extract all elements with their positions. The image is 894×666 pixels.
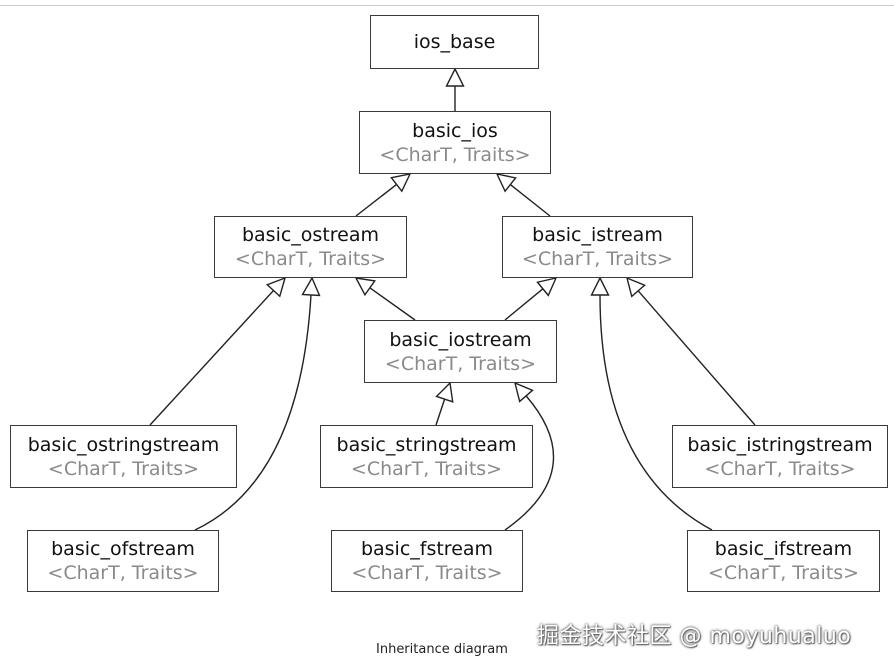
inheritance-arrowhead xyxy=(495,173,517,193)
edge-basic_ostringstream-to-basic_ostream xyxy=(149,290,275,426)
node-basic-ifstream: basic_ifstream <CharT, Traits> xyxy=(687,530,880,592)
node-basic-istringstream: basic_istringstream <CharT, Traits> xyxy=(672,425,888,488)
edge-basic_ofstream-to-basic_ostream xyxy=(194,294,312,531)
inheritance-arrowhead xyxy=(390,173,412,193)
node-template-params: <CharT, Traits> xyxy=(47,457,200,480)
node-name: ios_base xyxy=(413,31,496,53)
node-template-params: <CharT, Traits> xyxy=(351,562,503,584)
node-basic-iostream: basic_iostream <CharT, Traits> xyxy=(364,320,557,383)
node-template-params: <CharT, Traits> xyxy=(47,562,199,584)
node-template-params: <CharT, Traits> xyxy=(707,562,860,584)
node-name: basic_ifstream xyxy=(714,538,853,560)
node-template-params: <CharT, Traits> xyxy=(379,143,531,166)
node-basic-ofstream: basic_ofstream <CharT, Traits> xyxy=(27,530,219,592)
node-name: basic_ostringstream xyxy=(27,433,220,456)
node-template-params: <CharT, Traits> xyxy=(704,457,856,480)
node-name: basic_fstream xyxy=(360,538,494,560)
diagram-caption: Inheritance diagram xyxy=(376,642,508,657)
node-basic-istream: basic_istream <CharT, Traits> xyxy=(502,216,693,278)
inheritance-arrowhead xyxy=(265,276,287,298)
node-name: basic_istream xyxy=(532,224,663,246)
inheritance-arrowhead xyxy=(590,276,610,296)
edge-basic_istringstream-to-basic_istream xyxy=(637,290,756,426)
top-rule xyxy=(0,5,894,6)
node-name: basic_ios xyxy=(412,119,498,142)
edge-basic_ostream-to-basic_ios xyxy=(355,183,398,217)
node-template-params: <CharT, Traits> xyxy=(350,457,503,480)
node-name: basic_ostream xyxy=(241,224,380,246)
inheritance-arrowhead xyxy=(301,276,321,297)
inheritance-arrowhead xyxy=(513,381,534,403)
edge-basic_ifstream-to-basic_istream xyxy=(599,294,713,531)
node-basic-ostringstream: basic_ostringstream <CharT, Traits> xyxy=(10,425,237,488)
node-name: basic_stringstream xyxy=(336,433,517,456)
edge-basic_iostream-to-basic_istream xyxy=(504,288,544,321)
edge-basic_iostream-to-basic_ostream xyxy=(369,287,416,321)
node-name: basic_ofstream xyxy=(51,538,195,560)
node-name: basic_istringstream xyxy=(687,433,873,456)
edge-basic_fstream-to-basic_iostream xyxy=(504,395,555,531)
node-basic-ios: basic_ios <CharT, Traits> xyxy=(359,111,551,174)
inheritance-arrowhead xyxy=(536,277,558,297)
inheritance-arrowhead xyxy=(445,67,465,87)
node-basic-ostream: basic_ostream <CharT, Traits> xyxy=(214,216,407,278)
edge-basic_istream-to-basic_ios xyxy=(509,184,551,217)
inheritance-arrowhead xyxy=(354,277,377,297)
node-basic-stringstream: basic_stringstream <CharT, Traits> xyxy=(320,425,533,488)
node-basic-fstream: basic_fstream <CharT, Traits> xyxy=(331,530,523,592)
inheritance-arrowhead xyxy=(625,276,646,298)
watermark-text: 掘金技术社区 @ moyuhualuo xyxy=(537,624,852,649)
node-name: basic_iostream xyxy=(389,328,532,351)
edge-basic_stringstream-to-basic_iostream xyxy=(435,398,446,426)
node-template-params: <CharT, Traits> xyxy=(384,352,537,375)
node-template-params: <CharT, Traits> xyxy=(234,248,387,270)
inheritance-arrowhead xyxy=(435,381,454,403)
node-ios-base: ios_base xyxy=(370,15,539,69)
node-template-params: <CharT, Traits> xyxy=(521,248,674,270)
